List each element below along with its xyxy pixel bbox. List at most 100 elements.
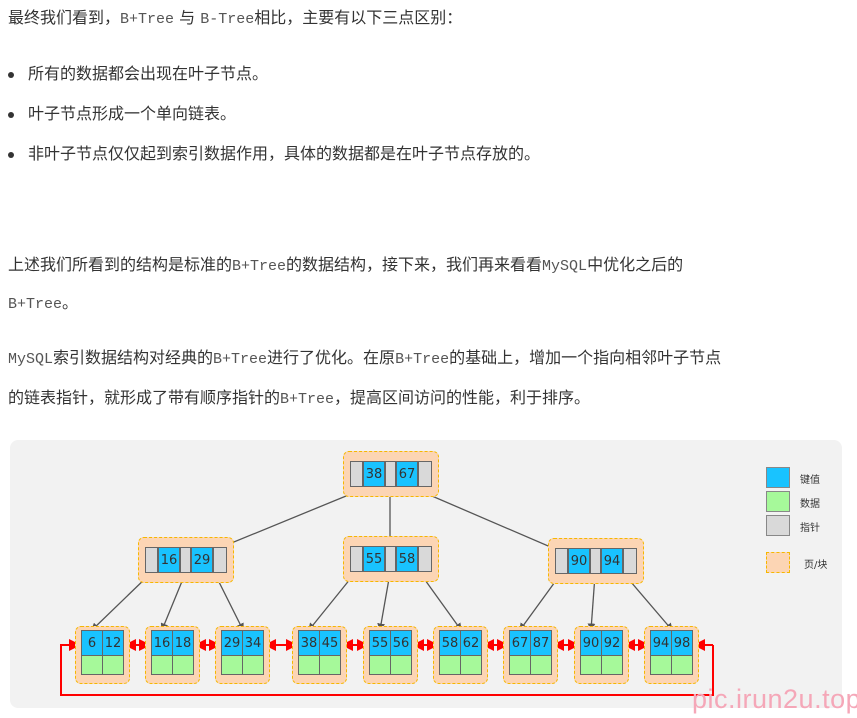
- legend-label: 指针: [800, 523, 820, 534]
- leaf-key: 67: [509, 630, 531, 656]
- legend-label: 键值: [800, 475, 820, 486]
- leaf-data: [81, 655, 103, 675]
- code: B+Tree: [120, 11, 175, 28]
- leaf-data: [671, 655, 693, 675]
- root-node-key: 38: [363, 461, 385, 487]
- leaf-data: [530, 655, 552, 675]
- legend-swatch: [766, 515, 790, 536]
- leaf-data: [221, 655, 243, 675]
- code: B+Tree: [232, 258, 287, 275]
- leaf-key: 16: [151, 630, 173, 656]
- internal-node-pointer: [418, 546, 432, 572]
- leaf-key: 58: [439, 630, 461, 656]
- internal-node-pointer: [350, 546, 363, 572]
- internal-node-pointer: [180, 547, 191, 573]
- legend-label: 页/块: [804, 560, 828, 571]
- text: 的数据结构，接下来，我们再来看看: [286, 255, 543, 274]
- leaf-data: [439, 655, 461, 675]
- legend-label: 数据: [800, 499, 820, 510]
- text: 的基础上，增加一个指向相邻叶子节点: [449, 348, 722, 367]
- internal-node-pointer: [623, 548, 637, 574]
- leaf-data: [580, 655, 602, 675]
- tree-edge: [214, 573, 244, 632]
- code: B+Tree: [280, 391, 335, 408]
- leaf-key: 87: [530, 630, 552, 656]
- text: 上述我们所看到的结构是标准的: [8, 255, 233, 274]
- leaf-data: [298, 655, 320, 675]
- leaf-data: [369, 655, 391, 675]
- internal-node-key: 55: [363, 546, 385, 572]
- intro-text: 最终我们看到，B+Tree 与 B-Tree相比，主要有以下三点区别：: [8, 6, 462, 32]
- leaf-data: [390, 655, 412, 675]
- text: 进行了优化。在原: [267, 348, 396, 367]
- text: 最终我们看到，: [8, 8, 121, 27]
- tree-edge: [377, 572, 391, 632]
- legend-swatch: [766, 491, 790, 512]
- leaf-key: 55: [369, 630, 391, 656]
- leaf-key: 38: [298, 630, 320, 656]
- leaf-data: [319, 655, 341, 675]
- root-node-pointer: [350, 461, 363, 487]
- tree-edge: [308, 572, 356, 632]
- root-node-pointer: [418, 461, 432, 487]
- leaf-key: 92: [601, 630, 623, 656]
- leaf-key: 98: [671, 630, 693, 656]
- text: 中优化之后的: [587, 255, 684, 274]
- code: MySQL: [542, 258, 588, 275]
- paragraph-2: MySQL索引数据结构对经典的B+Tree进行了优化。在原B+Tree的基础上，…: [8, 346, 721, 372]
- internal-node-pointer: [145, 547, 158, 573]
- leaf-key: 94: [650, 630, 672, 656]
- internal-node-key: 58: [396, 546, 418, 572]
- leaf-key: 34: [242, 630, 264, 656]
- code: MySQL: [8, 351, 54, 368]
- paragraph-2-cont: 的链表指针，就形成了带有顺序指针的B+Tree，提高区间访问的性能，利于排序。: [8, 386, 590, 412]
- leaf-key: 18: [172, 630, 194, 656]
- text: 索引数据结构对经典的: [53, 348, 214, 367]
- internal-node-key: 16: [158, 547, 180, 573]
- leaf-data: [151, 655, 173, 675]
- code: B+Tree: [395, 351, 450, 368]
- leaf-key: 45: [319, 630, 341, 656]
- text: ，提高区间访问的性能，利于排序。: [334, 388, 591, 407]
- internal-node-key: 94: [601, 548, 623, 574]
- leaf-data: [650, 655, 672, 675]
- leaf-data: [601, 655, 623, 675]
- paragraph-1: 上述我们所看到的结构是标准的B+Tree的数据结构，接下来，我们再来看看MySQ…: [8, 253, 683, 279]
- text: 相比，主要有以下三点区别：: [254, 8, 463, 27]
- tree-edge: [587, 574, 596, 632]
- internal-node-pointer: [385, 546, 396, 572]
- root-node-pointer: [385, 461, 396, 487]
- leaf-data: [242, 655, 264, 675]
- leaf-data: [460, 655, 482, 675]
- tree-edge: [91, 573, 151, 631]
- watermark: pic.irun2u.top: [692, 684, 857, 714]
- text: 。: [62, 293, 79, 312]
- tree-edge: [624, 574, 673, 631]
- tree-edge: [160, 573, 186, 632]
- leaf-data: [102, 655, 124, 675]
- leaf-data: [509, 655, 531, 675]
- legend-swatch: [766, 552, 790, 573]
- tree-edge: [419, 572, 462, 632]
- leaf-key: 90: [580, 630, 602, 656]
- list-item: 非叶子节点仅仅起到索引数据作用，具体的数据都是在叶子节点存放的。: [7, 142, 540, 166]
- text: 与: [174, 8, 201, 27]
- paragraph-1-cont: B+Tree。: [8, 291, 78, 317]
- leaf-data: [172, 655, 194, 675]
- code: B+Tree: [213, 351, 268, 368]
- code: B-Tree: [200, 11, 255, 28]
- leaf-key: 29: [221, 630, 243, 656]
- internal-node-key: 90: [568, 548, 590, 574]
- list-item: 所有的数据都会出现在叶子节点。: [7, 62, 268, 86]
- root-node-key: 67: [396, 461, 418, 487]
- circular-link-line: [60, 639, 714, 696]
- leaf-key: 6: [81, 630, 103, 656]
- internal-node-key: 29: [191, 547, 213, 573]
- tree-edge: [519, 574, 561, 632]
- leaf-key: 12: [102, 630, 124, 656]
- list-item: 叶子节点形成一个单向链表。: [7, 102, 236, 126]
- legend-swatch: [766, 467, 790, 488]
- internal-node-pointer: [590, 548, 601, 574]
- leaf-key: 56: [390, 630, 412, 656]
